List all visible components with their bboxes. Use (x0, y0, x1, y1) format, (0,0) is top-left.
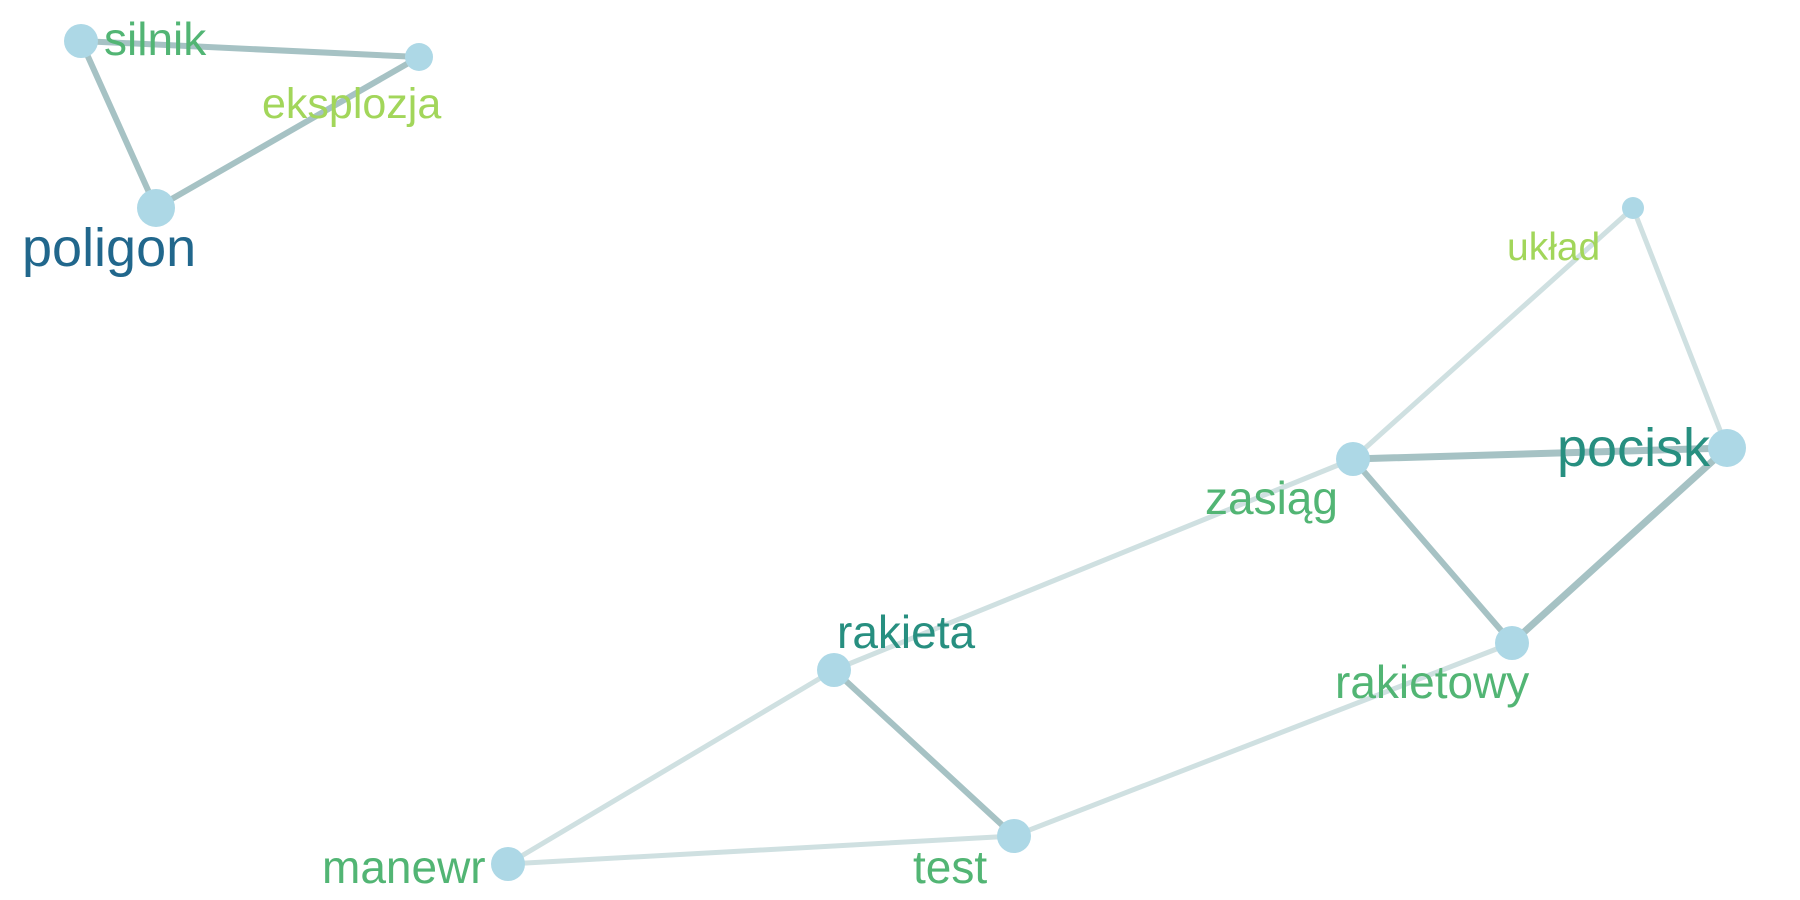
edge-manewr-test (505, 833, 1017, 867)
edges-layer (78, 38, 1731, 867)
node-label-zasieg: zasiąg (1205, 472, 1338, 524)
edge-zasieg-rakietowy (1350, 456, 1515, 646)
node-label-eksplozja: eksplozja (262, 80, 441, 128)
node-zasieg[interactable] (1336, 442, 1370, 476)
edge-zasieg-pocisk (1349, 444, 1731, 463)
node-label-poligon: poligon (22, 218, 196, 278)
edge-silnik-poligon (78, 38, 159, 211)
node-label-silnik: silnik (104, 13, 207, 65)
node-poligon[interactable] (137, 189, 175, 227)
edge-uklad-pocisk (1630, 205, 1730, 451)
node-label-manewr: manewr (322, 841, 486, 893)
node-label-rakieta: rakieta (837, 606, 975, 658)
node-eksplozja[interactable] (405, 43, 433, 71)
node-label-pocisk: pocisk (1557, 418, 1711, 478)
node-uklad[interactable] (1622, 197, 1644, 219)
edge-test-rakietowy (1011, 640, 1515, 839)
node-label-test: test (913, 841, 987, 893)
nodes-layer (64, 24, 1746, 881)
node-label-uklad: układ (1507, 226, 1600, 269)
labels-layer: silnik eksplozja poligon układ pocisk zasiąg r… (22, 13, 1711, 893)
node-label-rakietowy: rakietowy (1335, 656, 1529, 708)
node-test[interactable] (997, 819, 1031, 853)
edge-uklad-zasieg (1350, 205, 1636, 462)
edge-rakieta-manewr (505, 667, 837, 867)
edge-pocisk-rakietowy (1508, 444, 1731, 647)
edge-silnik-eksplozja (78, 38, 422, 60)
node-rakieta[interactable] (817, 653, 851, 687)
node-silnik[interactable] (64, 24, 98, 58)
node-rakietowy[interactable] (1495, 626, 1529, 660)
edge-eksplozja-poligon (153, 54, 422, 211)
edge-zasieg-rakieta (831, 456, 1356, 673)
edge-rakieta-test (831, 667, 1017, 839)
node-manewr[interactable] (491, 847, 525, 881)
node-pocisk[interactable] (1708, 429, 1746, 467)
